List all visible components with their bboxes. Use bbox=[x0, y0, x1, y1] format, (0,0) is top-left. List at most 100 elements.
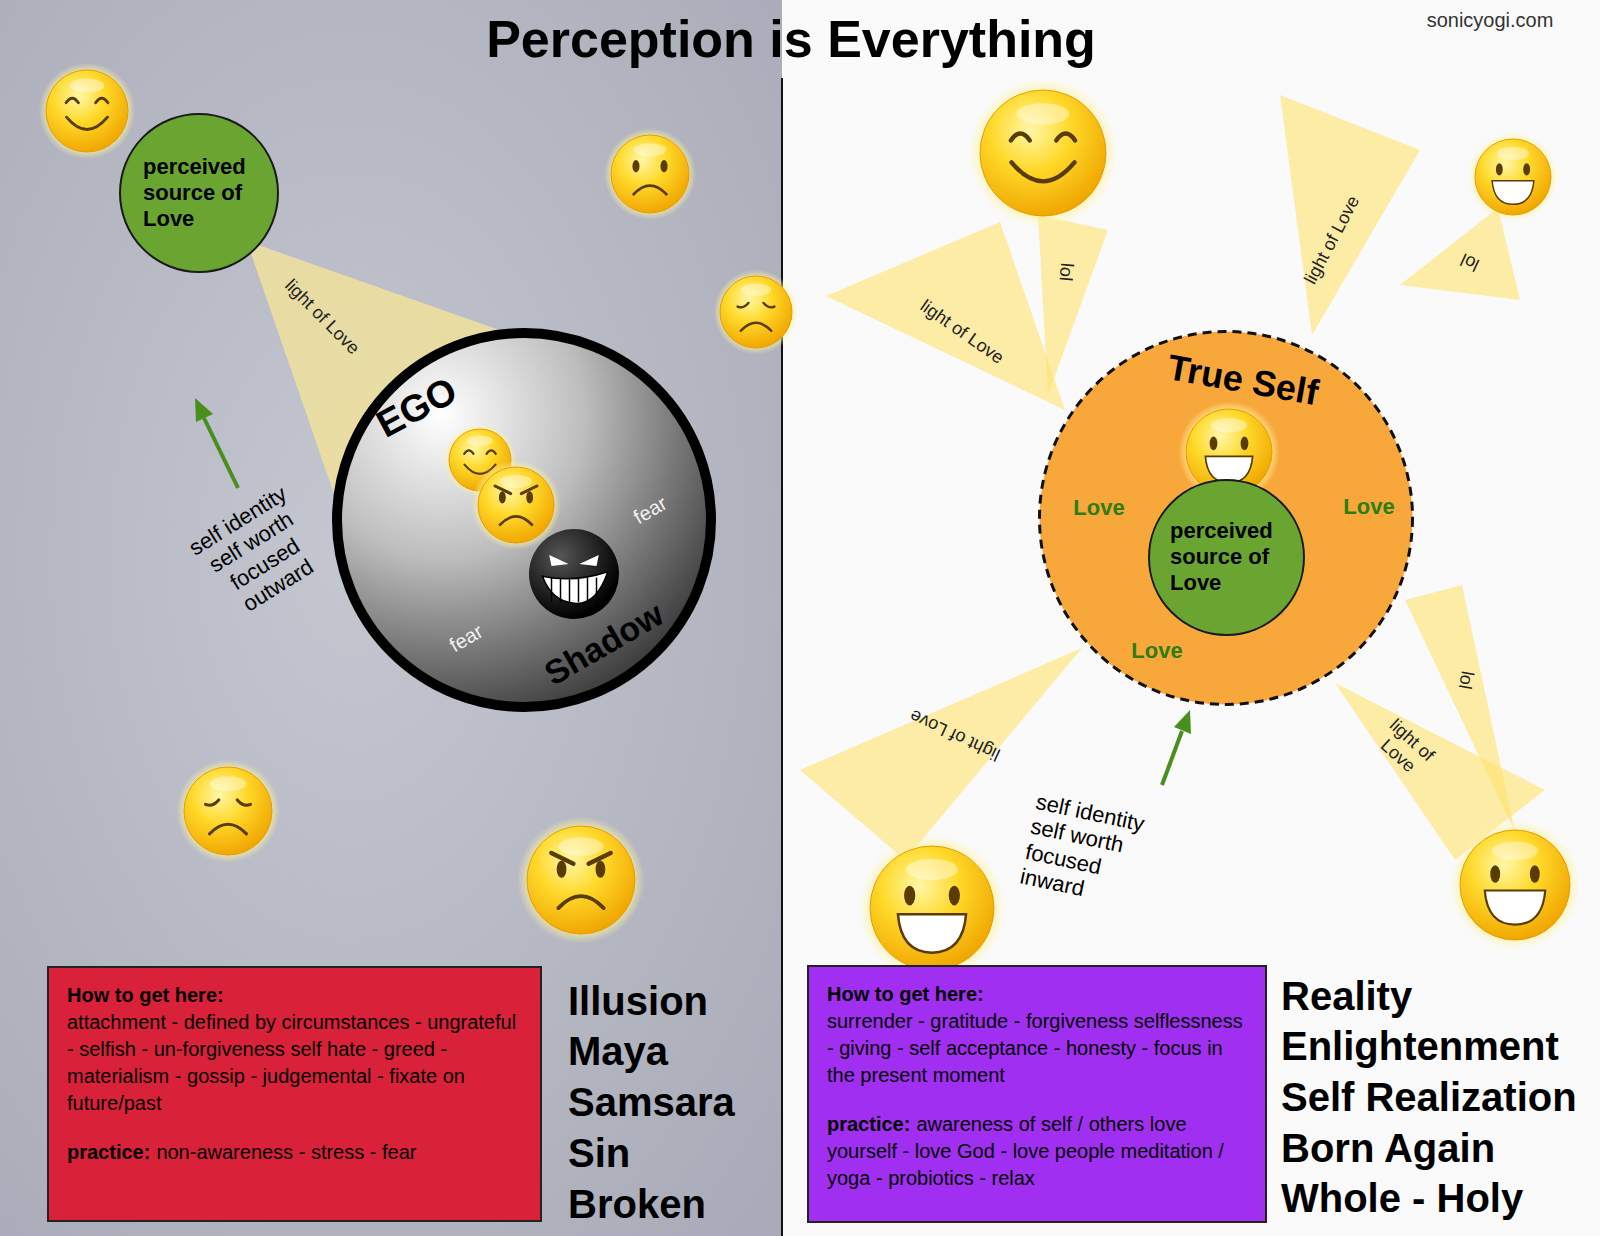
node-text: Love bbox=[1131, 639, 1182, 663]
state-word: Reality bbox=[1281, 973, 1412, 1019]
smiley-face bbox=[471, 460, 561, 550]
face-eye bbox=[96, 98, 108, 103]
text-paragraph: How to get here: bbox=[827, 981, 1247, 1008]
text-paragraph: How to get here: bbox=[67, 982, 522, 1009]
face-disc bbox=[870, 846, 994, 970]
face-eye bbox=[632, 160, 639, 172]
face-eye bbox=[66, 98, 78, 103]
shadow-tooth bbox=[596, 578, 598, 602]
shadow-eye bbox=[579, 555, 598, 566]
smiley-face bbox=[1450, 820, 1580, 950]
face-glow bbox=[1178, 401, 1279, 502]
ego-circle: EGOfearfearShadow bbox=[332, 328, 716, 712]
box-heading: How to get here: bbox=[67, 984, 224, 1006]
face-mouth bbox=[1492, 181, 1534, 205]
state-word: Maya bbox=[568, 1028, 668, 1074]
smiley-face bbox=[1468, 132, 1558, 222]
face-mouth bbox=[1485, 891, 1546, 925]
light-beam bbox=[826, 222, 1065, 410]
shadow-tooth bbox=[569, 578, 571, 602]
face-glow bbox=[471, 460, 561, 550]
cone-axis bbox=[255, 250, 388, 384]
state-word: Samsara bbox=[568, 1079, 735, 1125]
face-glow bbox=[176, 759, 280, 863]
face-eye bbox=[206, 800, 219, 805]
face-mouth bbox=[1205, 456, 1252, 483]
face-disc bbox=[1186, 409, 1272, 495]
face-mouth bbox=[898, 914, 966, 952]
face-eye bbox=[1241, 437, 1249, 451]
smiley-face bbox=[176, 759, 280, 863]
face-glow bbox=[714, 270, 799, 355]
face-disc bbox=[1460, 830, 1570, 940]
face-glow bbox=[604, 128, 696, 220]
light-beam bbox=[1038, 215, 1108, 395]
face-highlight bbox=[906, 859, 958, 880]
annotation-label: sonicyogi.com bbox=[1427, 9, 1554, 32]
face-mouth bbox=[1012, 162, 1075, 181]
shadow-mouth bbox=[543, 572, 608, 604]
face-glow bbox=[1468, 132, 1558, 222]
diagram-title: Perception is Everything bbox=[486, 8, 1096, 70]
face-eye bbox=[557, 861, 567, 878]
text-paragraph: attachment - defined by circumstances - … bbox=[67, 1009, 522, 1117]
annotation-label: lol bbox=[1454, 669, 1478, 690]
circle-outline bbox=[1040, 332, 1413, 705]
smiley-face bbox=[1178, 401, 1279, 502]
face-highlight bbox=[1211, 418, 1247, 433]
shadow-figure bbox=[529, 529, 619, 619]
circle-outline bbox=[337, 333, 711, 707]
light-beams bbox=[800, 95, 1545, 860]
shadow-tooth bbox=[587, 578, 589, 602]
face-disc bbox=[527, 826, 635, 934]
face-eye bbox=[949, 886, 960, 906]
face-disc bbox=[46, 70, 128, 152]
face-glow bbox=[39, 63, 136, 160]
face-highlight bbox=[210, 776, 247, 791]
text-paragraph: practice:awareness of self / others love… bbox=[827, 1111, 1247, 1192]
how-to-box: How to get here: attachment - defined by … bbox=[47, 966, 542, 1222]
shadow-body bbox=[529, 529, 619, 619]
face-eye bbox=[904, 886, 915, 906]
smiley-faces bbox=[39, 63, 1580, 982]
node-text: perceived source of Love bbox=[143, 154, 255, 232]
text-paragraph: surrender - gratitude - forgiveness self… bbox=[827, 1008, 1247, 1089]
box-text: non-awareness - stress - fear bbox=[156, 1141, 416, 1163]
state-word: Whole - Holy bbox=[1281, 1175, 1523, 1221]
face-highlight bbox=[634, 143, 667, 156]
face-disc bbox=[611, 135, 689, 213]
box-heading: practice: bbox=[67, 1141, 150, 1163]
box-heading: practice: bbox=[827, 1113, 910, 1135]
circle-outline bbox=[1149, 480, 1304, 635]
face-brow bbox=[521, 486, 537, 494]
light-beam bbox=[1280, 95, 1420, 335]
face-eye bbox=[1490, 865, 1500, 883]
love-source-circle: perceived source of Love bbox=[1148, 479, 1305, 636]
face-mouth bbox=[67, 117, 108, 129]
shadow-tooth bbox=[560, 578, 562, 602]
face-glow bbox=[969, 79, 1118, 228]
face-eye bbox=[499, 491, 506, 503]
face-mouth bbox=[634, 186, 667, 195]
face-brow bbox=[551, 853, 573, 864]
face-highlight bbox=[467, 436, 493, 447]
divider-line bbox=[781, 78, 783, 1236]
face-disc bbox=[1475, 139, 1551, 215]
shadow-eye bbox=[549, 555, 568, 566]
face-eye bbox=[1210, 437, 1218, 451]
state-word: Enlightenment bbox=[1281, 1023, 1559, 1069]
node-text: perceived source of Love bbox=[1170, 518, 1282, 596]
face-disc bbox=[720, 276, 792, 348]
state-word: Illusion bbox=[568, 978, 708, 1024]
smiley-face bbox=[714, 270, 799, 355]
smiley-face bbox=[859, 835, 1005, 981]
smiley-face bbox=[517, 816, 644, 943]
arrow-shaft bbox=[1162, 731, 1182, 785]
smiley-face bbox=[39, 63, 136, 160]
face-eye bbox=[764, 303, 775, 307]
shadow-tooth bbox=[551, 578, 553, 602]
face-highlight bbox=[558, 837, 603, 855]
smiley-face bbox=[604, 128, 696, 220]
node-text: Love bbox=[1073, 496, 1124, 520]
face-highlight bbox=[1017, 103, 1070, 124]
